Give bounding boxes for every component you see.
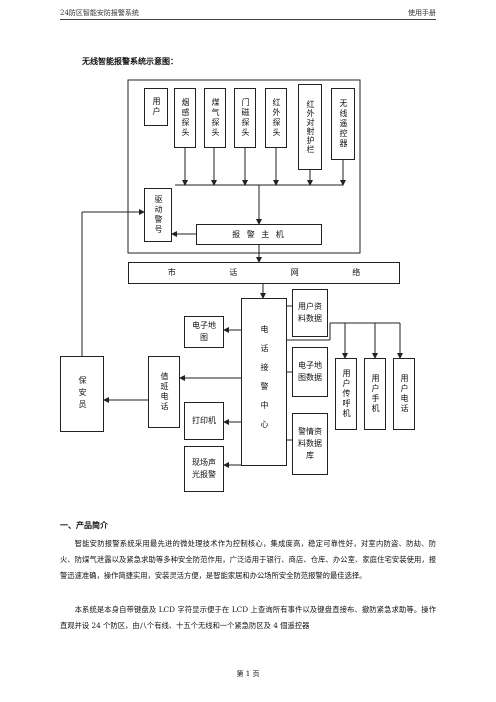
alarm-host-box: 报 警 主 机 — [196, 224, 322, 245]
smoke-sensor-box: 烟感探头 — [174, 88, 196, 148]
security-guard-box: 保安员 — [60, 356, 104, 432]
header-rule — [60, 19, 436, 20]
infrared-beam-box: 红外对射护栏 — [298, 84, 322, 170]
page-number: 第 1 页 — [236, 670, 260, 678]
user-pager-box: 用户传呼机 — [335, 358, 357, 430]
alarm-center-box: 电话接警中心 — [241, 298, 287, 466]
user-data-box: 用户资料数据 — [292, 289, 328, 337]
gas-sensor-box: 煤气探头 — [204, 88, 226, 148]
remote-control-box: 无线遥控器 — [331, 88, 355, 160]
system-paragraph: 本系统是本身自带键盘及 LCD 字符显示便于在 LCD 上查询所有事件以及键盘直… — [60, 605, 436, 631]
e-map-box: 电子地图 — [184, 316, 224, 348]
e-map-data-box: 电子地图数据 — [292, 347, 328, 397]
alarm-database-box: 警情资料数据库 — [292, 413, 328, 475]
intro-paragraph: 智能安防报警系统采用最先进的微处理技术作为控制核心，集成度高，稳定可靠性好，对室… — [60, 539, 436, 581]
network-char-4: 络 — [352, 268, 361, 277]
user-box: 用户 — [144, 88, 168, 126]
siren-box: 现场声光报警 — [184, 446, 224, 492]
section-heading: 一、产品简介 — [60, 521, 108, 530]
printer-box: 打印机 — [184, 402, 224, 440]
network-char-1: 市 — [167, 268, 176, 277]
header-right: 使用手册 — [408, 9, 436, 17]
door-sensor-box: 门磁探头 — [234, 88, 256, 148]
city-network-box: 市 话 网 络 — [128, 262, 400, 284]
driver-siren-box: 驱动警号 — [144, 188, 172, 242]
infrared-sensor-box: 红外探头 — [265, 88, 287, 148]
header-left: 24防区智能安防报警系统 — [60, 9, 139, 17]
network-char-3: 网 — [290, 268, 299, 277]
network-char-2: 话 — [229, 268, 238, 277]
user-handset-box: 用户手机 — [364, 358, 386, 430]
duty-phone-box: 值班电话 — [148, 356, 180, 428]
user-phone-box: 用户电话 — [393, 358, 415, 430]
diagram-title: 无线智能报警系统示意图： — [82, 57, 178, 66]
